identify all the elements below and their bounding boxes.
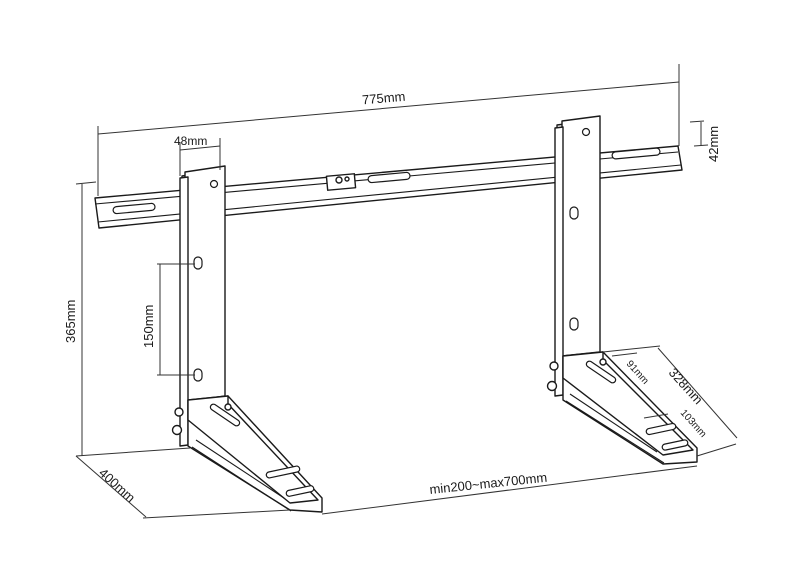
label-total-width: 775mm [361,89,406,108]
label-arm-depth: 400mm [96,465,138,505]
dimension-bracket-spacing [321,443,737,515]
dimension-rail-height [689,120,709,147]
dimension-upright-width [179,138,221,176]
label-height: 365mm [63,300,78,343]
dimension-arm-depth [75,455,291,519]
right-bracket [546,115,698,465]
label-upright-width: 48mm [174,134,207,148]
dimension-height [75,181,191,457]
label-hole-spacing: 150mm [141,305,156,348]
dimension-hole-spacing [157,263,195,376]
dimension-total-width [97,64,680,196]
dimension-arm-length [602,345,738,439]
label-arm-length: 328mm [666,365,706,407]
dimension-slot-length [643,413,669,419]
label-rail-height: 42mm [706,126,721,162]
wall-rail [94,145,683,229]
dimension-slot-width [611,352,638,357]
left-bracket [171,165,323,513]
